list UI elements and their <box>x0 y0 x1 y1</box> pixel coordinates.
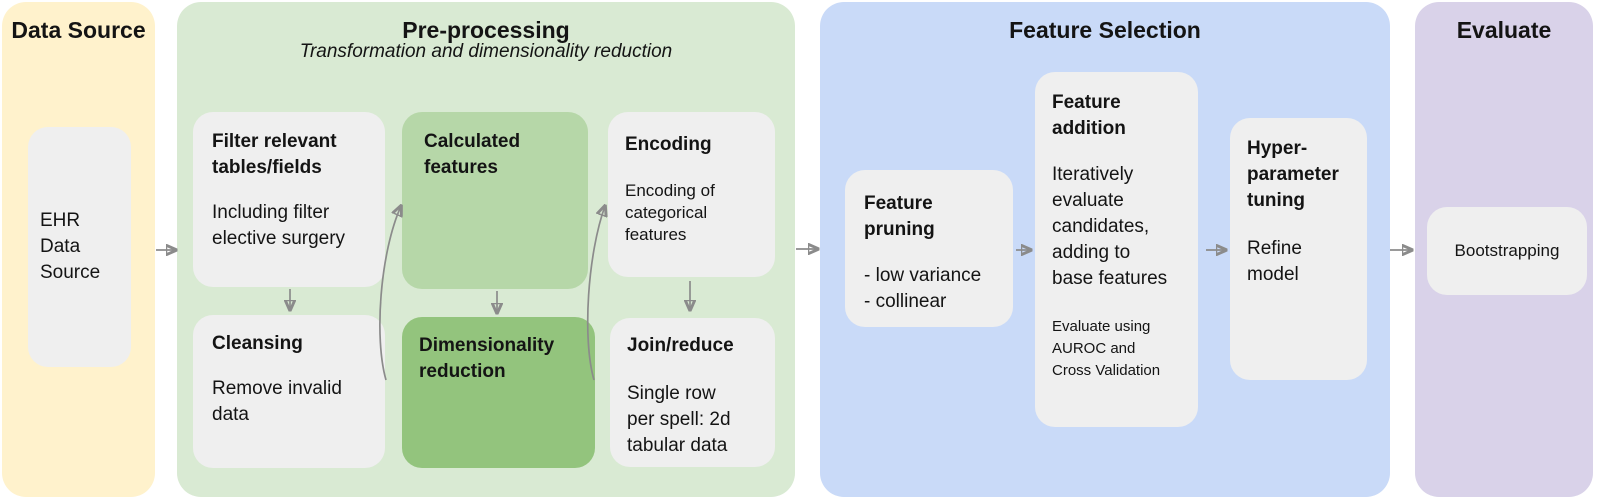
filter-relevant-tables-title: Filter relevant tables/fields <box>212 131 337 178</box>
feature-addition-title: Feature addition <box>1052 92 1126 139</box>
feature-pruning-title: Feature pruning <box>864 193 935 240</box>
section-preprocessing-title: Pre-processing <box>402 17 570 43</box>
dimensionality-reduction-box: Dimensionality reduction <box>402 317 595 468</box>
section-feature-selection-title: Feature Selection <box>1009 17 1201 43</box>
join-reduce-title: Join/reduce <box>627 335 734 356</box>
join-reduce-box: Join/reduce Single row per spell: 2d tab… <box>610 318 775 467</box>
bootstrapping-box: Bootstrapping <box>1427 207 1587 295</box>
feature-pruning-box: Feature pruning - low variance - colline… <box>845 170 1013 327</box>
cleansing-body: Remove invalid data <box>212 378 342 425</box>
calculated-features-title: Calculated features <box>424 131 521 178</box>
feature-pruning-body: - low variance - collinear <box>864 265 982 312</box>
feature-addition-note: Evaluate using AUROC and Cross Validatio… <box>1052 318 1161 379</box>
hyperparameter-tuning-box: Hyper- parameter tuning Refine model <box>1230 118 1367 380</box>
encoding-box: Encoding Encoding of categorical feature… <box>608 112 775 277</box>
section-evaluate: Evaluate Bootstrapping <box>1415 2 1593 497</box>
join-reduce-body: Single row per spell: 2d tabular data <box>627 383 731 456</box>
ehr-data-source-label: EHR Data Source <box>40 210 101 283</box>
section-preprocessing: Pre-processing Transformation and dimens… <box>177 2 795 497</box>
filter-relevant-tables-box: Filter relevant tables/fields Including … <box>193 112 385 287</box>
bootstrapping-label: Bootstrapping <box>1454 241 1560 260</box>
hyperparameter-tuning-body: Refine model <box>1247 238 1302 285</box>
cleansing-box: Cleansing Remove invalid data <box>193 315 385 468</box>
dimensionality-reduction-title: Dimensionality reduction <box>419 335 555 382</box>
section-data-source: Data Source EHR Data Source <box>2 2 155 497</box>
section-preprocessing-subtitle: Transformation and dimensionality reduct… <box>299 41 673 62</box>
section-feature-selection: Feature Selection Feature pruning - low … <box>820 2 1390 497</box>
encoding-body: Encoding of categorical features <box>625 181 715 244</box>
filter-relevant-tables-body: Including filter elective surgery <box>212 202 346 249</box>
calculated-features-box: Calculated features <box>402 112 588 289</box>
encoding-title: Encoding <box>625 134 712 155</box>
cleansing-title: Cleansing <box>212 333 303 354</box>
feature-addition-box: Feature addition Iteratively evaluate ca… <box>1035 72 1198 427</box>
hyperparameter-tuning-title: Hyper- parameter tuning <box>1247 138 1339 211</box>
section-data-source-title: Data Source <box>11 17 146 43</box>
feature-addition-body: Iteratively evaluate candidates, adding … <box>1052 164 1168 289</box>
section-evaluate-title: Evaluate <box>1456 17 1552 43</box>
ehr-data-source-box: EHR Data Source <box>28 127 131 367</box>
